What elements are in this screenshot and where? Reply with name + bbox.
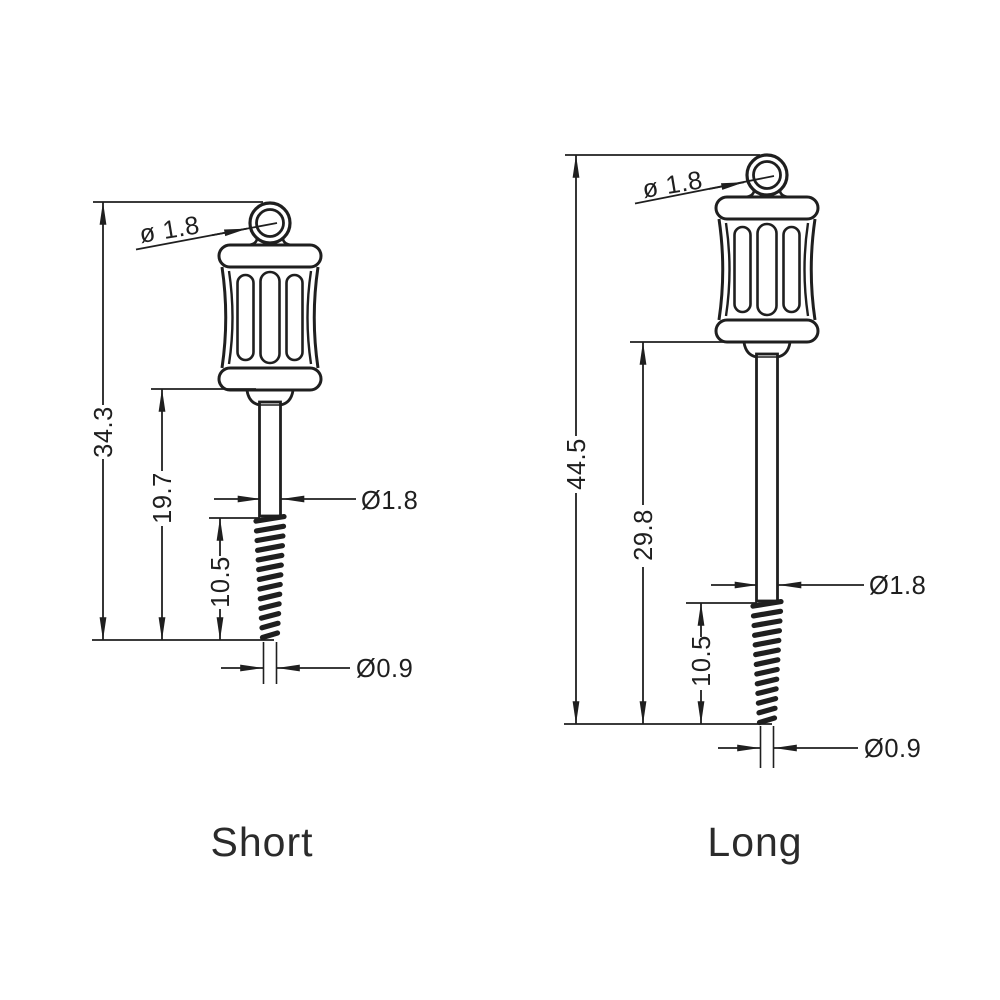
- short-shaft-diameter-label: Ø1.8: [361, 487, 418, 515]
- short-extension-lines: [92, 201, 278, 684]
- figure-short: 34.3 19.7 10.5 ø 1.8 Ø1.8 Ø0.9 Short: [90, 201, 418, 865]
- long-thread-length-label: 10.5: [688, 635, 716, 687]
- long-below-head-label: 29.8: [630, 509, 658, 561]
- long-shaft-diameter-label: Ø1.8: [869, 572, 926, 600]
- short-eye-diameter-label: ø 1.8: [137, 211, 201, 249]
- long-dimension-lines: [572, 154, 864, 752]
- long-thread: [750, 599, 784, 726]
- short-dimension-lines: [99, 201, 356, 672]
- short-head: [217, 201, 323, 407]
- figure-long: 44.5 29.8 10.5 ø 1.8 Ø1.8 Ø0.9 Long: [563, 153, 926, 865]
- short-below-head-label: 19.7: [149, 472, 177, 524]
- short-total-height-label: 34.3: [90, 406, 118, 458]
- short-caption: Short: [211, 819, 314, 865]
- long-screw-part: [714, 153, 820, 726]
- short-shaft: [258, 400, 282, 518]
- long-caption: Long: [707, 819, 802, 865]
- long-tip-diameter-label: Ø0.9: [864, 735, 921, 763]
- short-thread-length-label: 10.5: [207, 556, 235, 608]
- long-total-height-label: 44.5: [563, 438, 591, 490]
- short-thread: [253, 514, 287, 641]
- short-tip-diameter-label: Ø0.9: [356, 655, 413, 683]
- long-shaft: [755, 352, 779, 603]
- long-eye-diameter-label: ø 1.8: [640, 166, 704, 204]
- short-screw-part: [217, 201, 323, 641]
